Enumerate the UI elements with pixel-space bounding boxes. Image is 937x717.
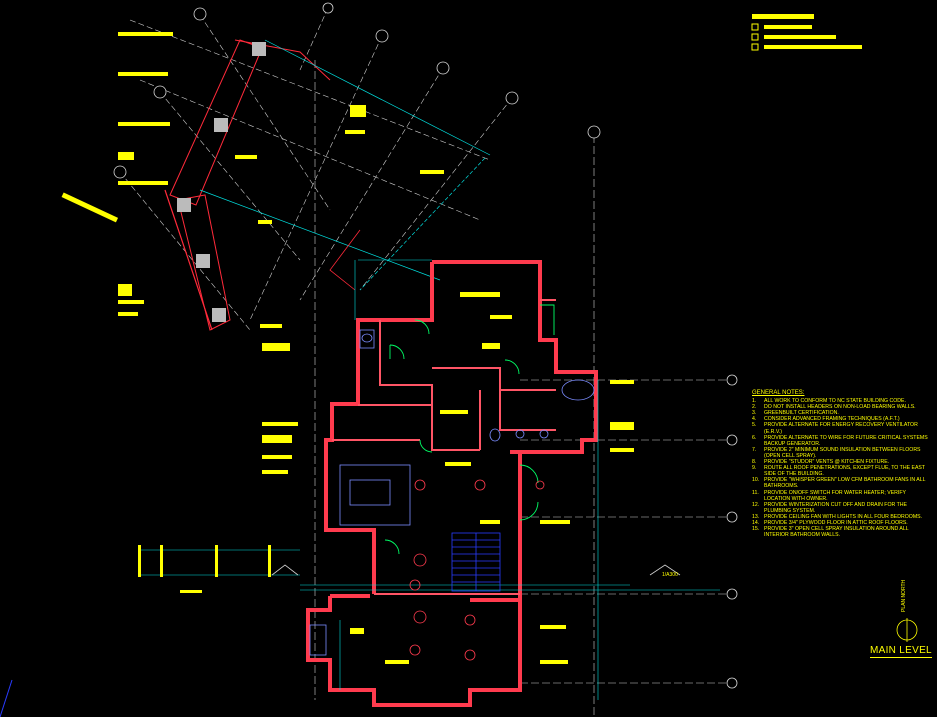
sheet-title: MAIN LEVEL: [870, 645, 932, 658]
note-item: 13. PROVIDE CEILING FAN WITH LIGHTS IN AL…: [752, 514, 932, 520]
note-text: GREENBUILT CERTIFICATION.: [764, 410, 839, 417]
note-item: 9. ROUTE ALL ROOF PENETRATIONS, EXCEPT FL…: [752, 465, 932, 477]
note-text: ALL WORK TO CONFORM TO NC STATE BUILDING…: [764, 398, 906, 405]
note-text: ROUTE ALL ROOF PENETRATIONS, EXCEPT FLUE…: [764, 465, 925, 478]
note-number: 2.: [752, 404, 757, 411]
note-number: 15.: [752, 526, 760, 533]
stair: [451, 532, 501, 592]
note-item: 6. PROVIDE ALTERNATE TO WIRE FOR FUTURE C…: [752, 435, 932, 447]
note-text: PROVIDE "WHISPER GREEN" LOW CFM BATHROOM…: [764, 477, 926, 490]
note-text: PROVIDE ON/OFF SWITCH FOR WATER HEATER; …: [764, 489, 906, 502]
general-notes-list: 1. ALL WORK TO CONFORM TO NC STATE BUILDI…: [752, 398, 932, 538]
note-number: 3.: [752, 410, 757, 417]
note-text: PROVIDE WINTERIZATION CUT OFF AND DRAIN …: [764, 501, 907, 514]
light-fixtures: [409, 479, 545, 661]
edge-line: [0, 679, 13, 717]
note-item: 14. PROVIDE 3/4" PLYWOOD FLOOR IN ATTIC R…: [752, 520, 932, 526]
note-text: PROVIDE ALTERNATE TO WIRE FOR FUTURE CRI…: [764, 434, 928, 447]
note-number: 12.: [752, 501, 760, 508]
note-number: 11.: [752, 489, 759, 496]
note-item: 7. PROVIDE 2" MINIMUM SOUND INSULATION BE…: [752, 447, 932, 459]
general-notes: GENERAL NOTES: 1. ALL WORK TO CONFORM TO …: [752, 390, 932, 538]
note-item: 1. ALL WORK TO CONFORM TO NC STATE BUILDI…: [752, 398, 932, 404]
note-item: 3. GREENBUILT CERTIFICATION.: [752, 410, 932, 416]
angled-gridlines: [119, 7, 513, 331]
note-number: 1.: [752, 398, 757, 405]
orthogonal-gridlines: [314, 60, 732, 717]
note-text: PROVIDE "STUDOR" VENTS @ KITCHEN FIXTURE…: [764, 459, 890, 466]
legend-blocks: [751, 14, 862, 51]
note-text: CONSIDER ADVANCED FRAMING TECHNIQUES (A.…: [764, 416, 900, 423]
note-number: 5.: [752, 422, 757, 429]
note-item: 12. PROVIDE WINTERIZATION CUT OFF AND DRA…: [752, 502, 932, 514]
note-number: 10.: [752, 477, 760, 484]
note-number: 13.: [752, 513, 760, 520]
note-item: 11. PROVIDE ON/OFF SWITCH FOR WATER HEATE…: [752, 490, 932, 502]
note-item: 5. PROVIDE ALTERNATE FOR ENERGY RECOVERY …: [752, 422, 932, 434]
note-item: 2. DO NOT INSTALL HEADERS ON NON-LOAD BEA…: [752, 404, 932, 410]
note-text: PROVIDE CEILING FAN WITH LIGHTS IN ALL F…: [764, 513, 923, 520]
fixtures: [309, 329, 595, 656]
note-item: 10. PROVIDE "WHISPER GREEN" LOW CFM BATHR…: [752, 477, 932, 489]
note-text: PROVIDE 3" OPEN CELL SPRAY INSULATION AR…: [764, 526, 909, 539]
section-markers: [271, 564, 681, 576]
note-number: 8.: [752, 459, 757, 466]
note-number: 9.: [752, 465, 757, 472]
grid-bubbles: [113, 2, 738, 689]
exterior-walls: [306, 260, 598, 707]
dimension-lines: [140, 259, 720, 700]
angled-wing: [164, 39, 491, 331]
dimension-ticks: [138, 545, 271, 577]
interior-walls: [332, 299, 556, 595]
general-notes-title: GENERAL NOTES:: [752, 390, 805, 396]
note-number: 7.: [752, 446, 757, 453]
note-text: PROVIDE 3/4" PLYWOOD FLOOR IN ATTIC ROOF…: [764, 519, 908, 526]
note-number: 6.: [752, 434, 757, 441]
north-arrow: [896, 618, 918, 642]
note-number: 14.: [752, 519, 760, 526]
note-number: 4.: [752, 416, 757, 423]
note-text: DO NOT INSTALL HEADERS ON NON-LOAD BEARI…: [764, 404, 916, 411]
note-item: 8. PROVIDE "STUDOR" VENTS @ KITCHEN FIXTU…: [752, 459, 932, 465]
note-text: PROVIDE 2" MINIMUM SOUND INSULATION BETW…: [764, 446, 921, 459]
north-label: PLAN NORTH: [901, 579, 907, 612]
door-swings: [384, 304, 555, 555]
note-item: 15. PROVIDE 3" OPEN CELL SPRAY INSULATION…: [752, 526, 932, 538]
note-text: PROVIDE ALTERNATE FOR ENERGY RECOVERY VE…: [764, 422, 918, 435]
note-item: 4. CONSIDER ADVANCED FRAMING TECHNIQUES (…: [752, 416, 932, 422]
section-tag: 1/A300: [662, 572, 678, 578]
callout-labels: [61, 32, 634, 664]
